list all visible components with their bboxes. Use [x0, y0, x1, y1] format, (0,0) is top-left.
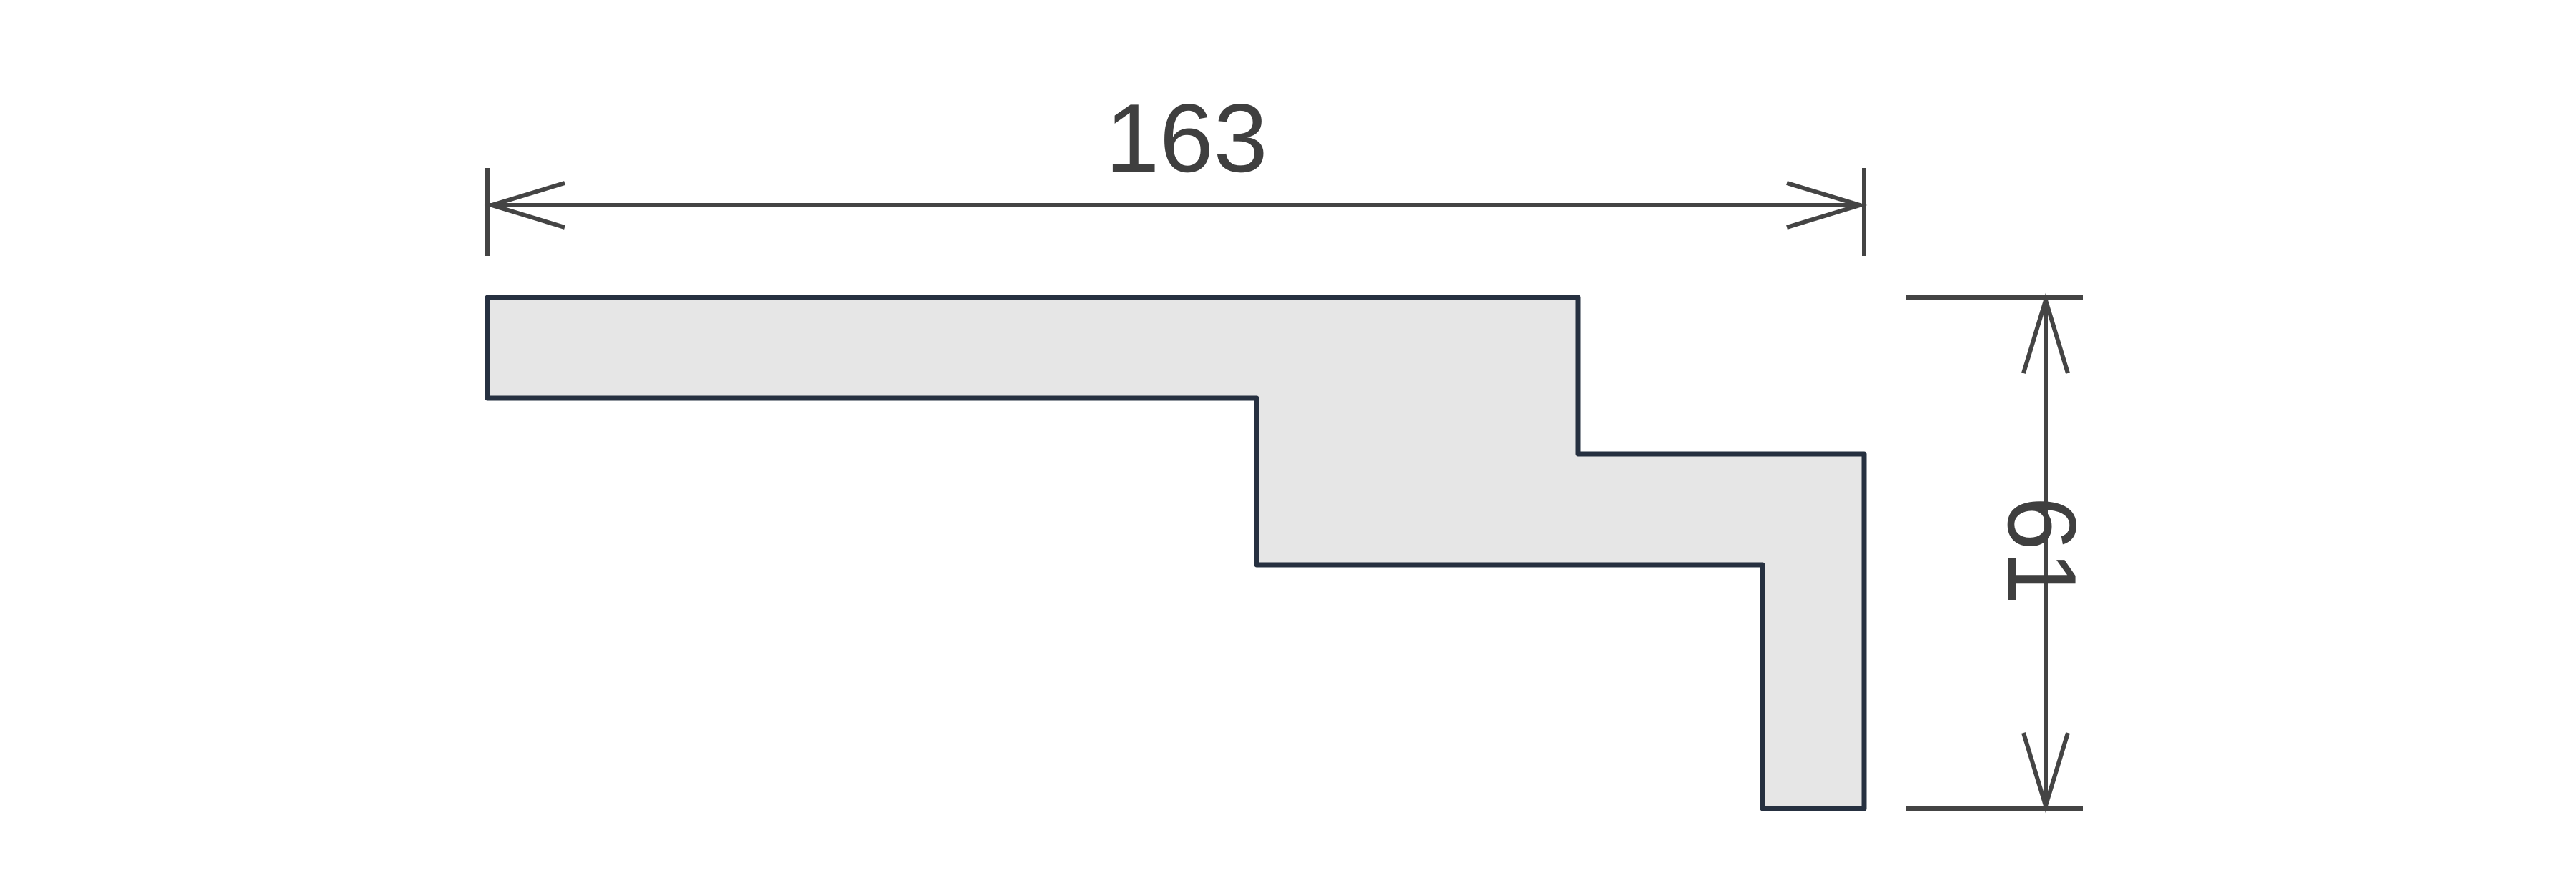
width-dimension: 163: [484, 84, 1868, 256]
height-arrowhead-bottom: [2021, 732, 2070, 814]
height-arrowhead-top: [2021, 292, 2070, 374]
moulding-profile-shape: [487, 297, 1864, 809]
moulding-profile-outline: [485, 295, 1867, 811]
width-dimension-label: 163: [1106, 84, 1268, 192]
height-dimension-label: 61: [1988, 496, 2096, 604]
width-arrowhead-left: [484, 181, 565, 230]
height-dimension: 61: [1906, 292, 2096, 814]
width-arrowhead-right: [1786, 181, 1868, 230]
